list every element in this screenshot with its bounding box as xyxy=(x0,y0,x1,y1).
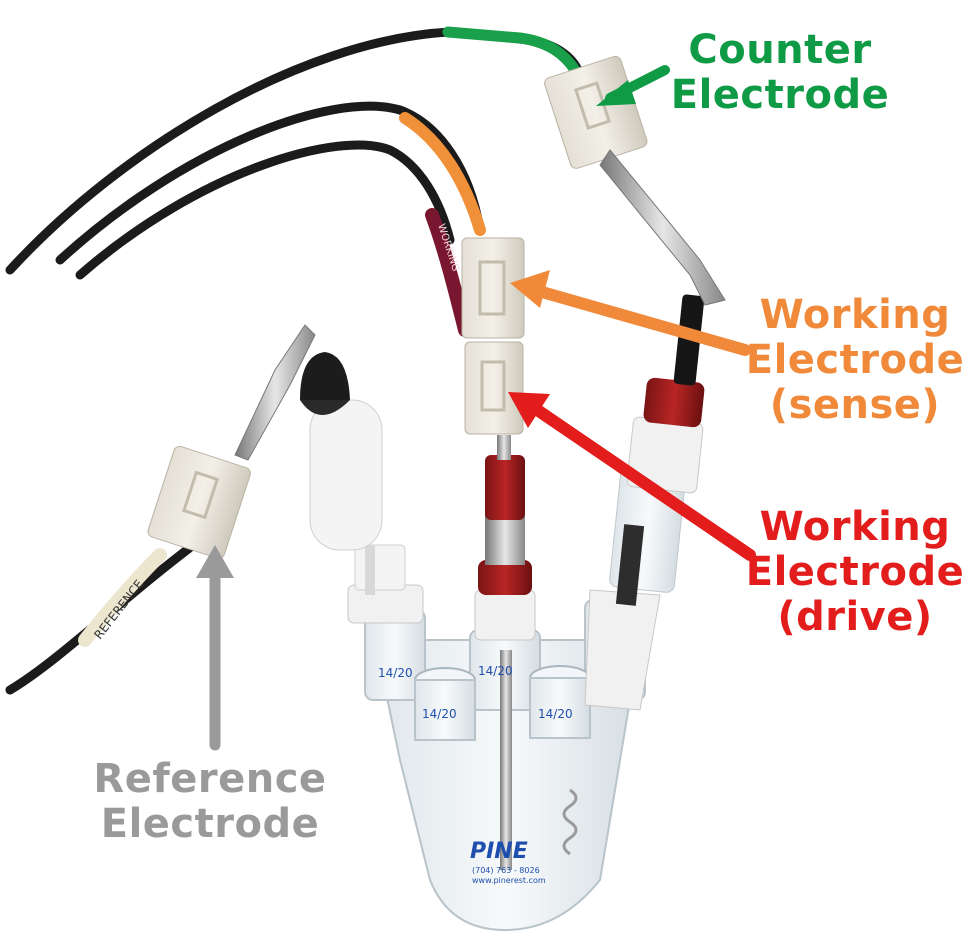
cell-brand: PINE xyxy=(470,839,528,864)
label-wsense-line3: (sense) xyxy=(769,381,941,428)
alligator-clips xyxy=(234,149,726,461)
cell-url: www.pinerest.com xyxy=(472,876,546,885)
label-counter-electrode: Counter Electrode xyxy=(660,28,900,118)
label-working-drive: Working Electrode (drive) xyxy=(735,505,975,639)
cables xyxy=(5,26,585,695)
label-wsense-line2: Electrode xyxy=(745,336,965,383)
label-reference-electrode: Reference Electrode xyxy=(75,757,345,847)
joint-mark-left: 14/20 xyxy=(378,666,413,680)
working-electrode xyxy=(474,435,536,641)
label-wsense-line1: Working xyxy=(759,292,951,338)
label-wdrive-line1: Working xyxy=(759,504,951,550)
label-counter-line2: Electrode xyxy=(670,71,890,118)
joint-mark-front-right: 14/20 xyxy=(538,707,573,721)
label-wdrive-line2: Electrode xyxy=(745,548,965,595)
joint-mark-front-left: 14/20 xyxy=(422,707,457,721)
plugs xyxy=(147,55,648,559)
label-ref-line1: Reference xyxy=(93,756,327,802)
reference-electrode xyxy=(300,352,424,624)
label-ref-line2: Electrode xyxy=(100,800,320,847)
joint-mark-center: 14/20 xyxy=(478,664,513,678)
arrow-working-sense xyxy=(529,284,751,356)
label-working-sense: Working Electrode (sense) xyxy=(735,293,975,427)
reference-cable-tag: REFERENCE xyxy=(91,577,146,642)
cell-markings: PINE (704) 763 - 8026 www.pinerest.com 1… xyxy=(378,664,627,885)
cell-phone: (704) 763 - 8026 xyxy=(472,866,540,875)
counter-electrode xyxy=(584,294,705,711)
arrows xyxy=(196,65,756,751)
arrow-working-drive xyxy=(524,399,756,561)
label-counter-line1: Counter xyxy=(688,27,872,73)
label-wdrive-line3: (drive) xyxy=(777,593,933,640)
